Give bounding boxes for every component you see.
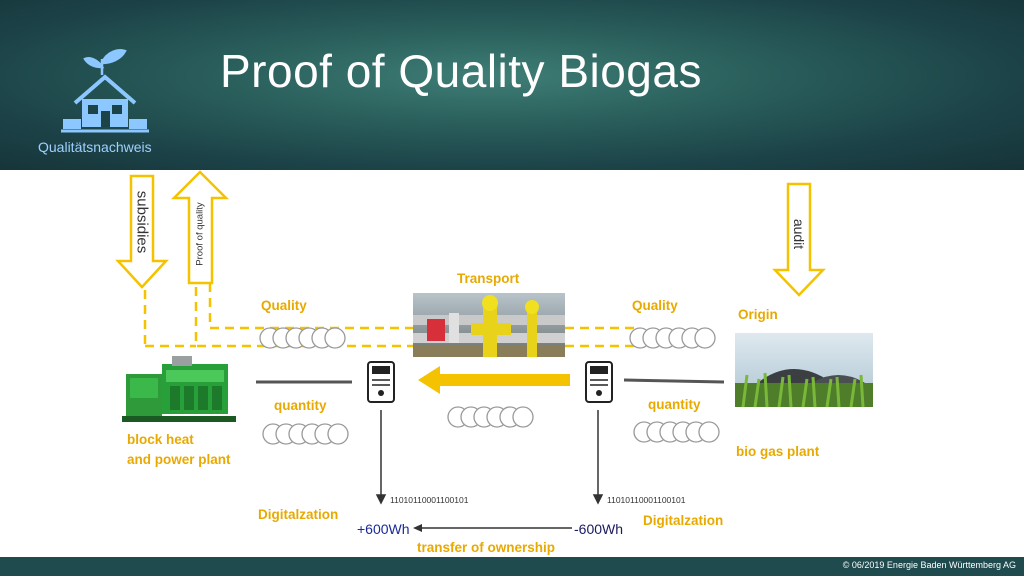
quality-dashed-lines	[143, 283, 640, 348]
binary-code-right: 11010110001100101	[607, 495, 686, 505]
transport-label: Transport	[457, 271, 520, 286]
meter-icon-right	[585, 361, 613, 403]
transfer-ownership-label: transfer of ownership	[417, 540, 556, 555]
biogas-plant-image	[735, 333, 873, 407]
transport-pipes-image	[413, 293, 565, 357]
token-circles	[259, 327, 720, 445]
power-plant-image	[122, 354, 236, 426]
digitalization-label-right: Digitalzation	[643, 513, 724, 528]
quantity-line-right	[623, 378, 725, 384]
quality-label-right: Quality	[632, 298, 678, 313]
logo-caption: Qualitätsnachweis	[38, 139, 152, 155]
digitalization-label-left: Digitalzation	[258, 507, 339, 522]
bio-gas-plant-label: bio gas plant	[736, 444, 820, 459]
subsidies-label: subsidies	[133, 190, 151, 254]
quantity-label-left: quantity	[274, 398, 327, 413]
plus-wh-value: +600Wh	[357, 521, 410, 537]
audit-label: audit	[791, 218, 807, 250]
digitalization-arrows	[375, 410, 604, 505]
transfer-arrow	[418, 366, 570, 394]
proof-of-quality-arrow	[170, 170, 230, 285]
audit-arrow	[772, 182, 826, 297]
house-plant-logo-icon	[61, 49, 149, 133]
meter-icon-left	[367, 361, 395, 403]
proof-of-quality-label: Proof of quality	[194, 202, 206, 266]
header-banner	[0, 0, 1024, 170]
footer-bar: © 06/2019 Energie Baden Württemberg AG	[0, 557, 1024, 576]
quantity-label-right: quantity	[648, 397, 701, 412]
footer-copyright: © 06/2019 Energie Baden Württemberg AG	[842, 560, 1016, 570]
block-heat-label-line1: block heat	[127, 432, 194, 447]
origin-label: Origin	[738, 307, 778, 322]
block-heat-label-line2: and power plant	[127, 452, 231, 467]
ownership-arrowhead	[413, 524, 422, 532]
quality-label-left: Quality	[261, 298, 307, 313]
subsidies-arrow	[115, 174, 169, 289]
binary-code-left: 11010110001100101	[390, 495, 469, 505]
minus-wh-value: -600Wh	[574, 521, 624, 537]
slide-title: Proof of Quality Biogas	[220, 45, 702, 97]
